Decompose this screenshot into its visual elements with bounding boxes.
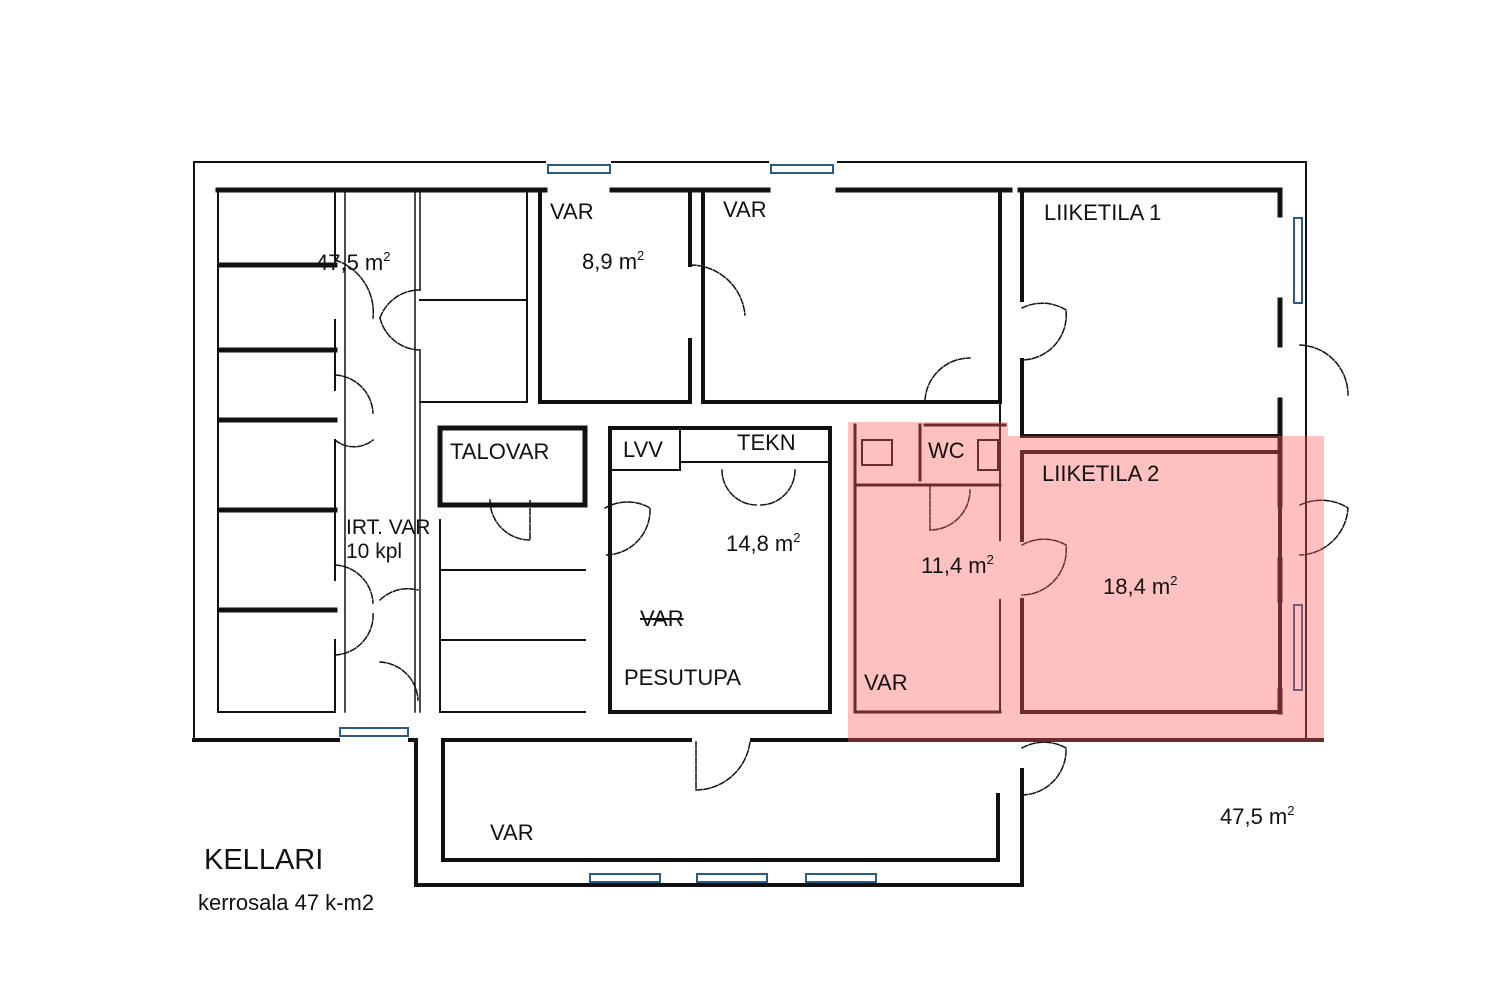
room-name-label: LIIKETILA 1: [1044, 200, 1162, 225]
plan-title: KELLARI: [204, 844, 324, 876]
toilet-icon: [861, 439, 893, 466]
plan-subtitle: kerrosala 47 k-m2: [198, 890, 375, 915]
room-name-label: VAR: [550, 199, 594, 224]
room-name-label: VAR: [640, 606, 684, 631]
room-area-label: 11,4 m2: [921, 552, 994, 578]
room-name-label: VAR: [864, 670, 908, 695]
room-name-label: WC: [928, 438, 965, 463]
room-name-label: PESUTUPA: [624, 665, 741, 690]
room-area-label: 47,5 m2: [316, 249, 391, 275]
room-name-label: LVV: [623, 437, 663, 462]
room-name-label: LIIKETILA 2: [1042, 461, 1160, 486]
room-name-label: VAR: [723, 197, 767, 222]
room-area-label: 8,9 m2: [582, 248, 645, 274]
room-area-label: 14,8 m2: [726, 530, 801, 556]
highlighted-area: [848, 422, 1324, 742]
room-area-label: 18,4 m2: [1103, 573, 1178, 599]
room-count-label: 10 kpl: [346, 540, 403, 563]
room-name-label: TEKN: [737, 430, 796, 455]
total-area-label: 47,5 m2: [1220, 803, 1295, 829]
room-name-label: TALOVAR: [450, 439, 550, 464]
room-name-label: VAR: [490, 820, 534, 845]
room-name-label: IRT. VAR: [346, 516, 431, 539]
sink-icon: [977, 439, 999, 471]
